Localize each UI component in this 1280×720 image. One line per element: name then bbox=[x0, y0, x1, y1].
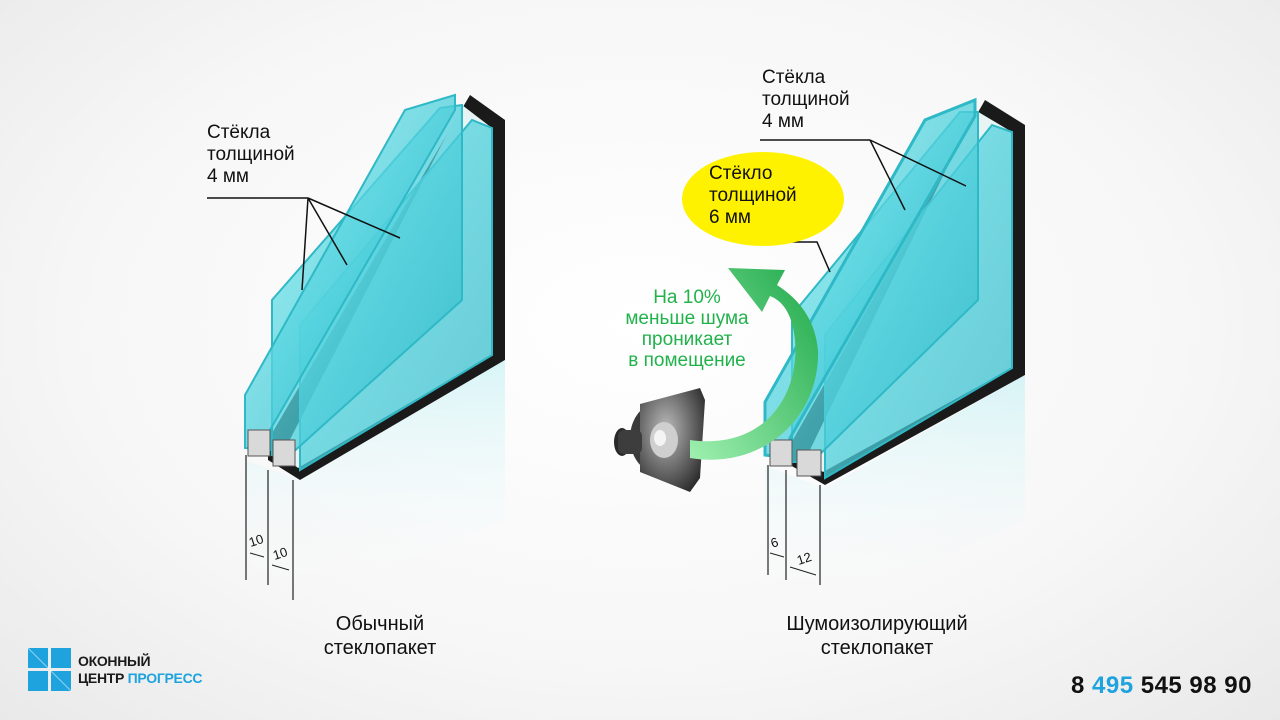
left-pointer-1 bbox=[301, 197, 309, 291]
window-grid-icon bbox=[28, 648, 72, 692]
left-spacer-2 bbox=[272, 439, 296, 467]
left-glass-label-line3: 4 мм bbox=[207, 166, 249, 187]
right-glass-label-line2: толщиной bbox=[762, 89, 850, 110]
right-pointer-1 bbox=[869, 139, 906, 211]
right-caption: Шумоизолирующий стеклопакет bbox=[762, 612, 992, 660]
right-glass-label: Стёкла толщиной 4 мм bbox=[762, 67, 850, 133]
left-glass-unit bbox=[207, 93, 505, 600]
thick-glass-label: Стёкло толщиной 6 мм bbox=[709, 163, 797, 229]
thick-glass-bubble bbox=[682, 152, 844, 246]
thick-glass-label-line1: Стёкло bbox=[709, 163, 773, 184]
logo-text: ОКОННЫЙ ЦЕНТР ПРОГРЕСС bbox=[78, 653, 203, 687]
right-glass-unit bbox=[760, 97, 1025, 610]
noise-note-line1: На 10% bbox=[653, 287, 721, 308]
phone-prefix: 8 bbox=[1070, 672, 1085, 699]
left-pointer-3 bbox=[307, 197, 401, 239]
left-pointer-2 bbox=[307, 197, 348, 266]
thick-glass-pointer bbox=[760, 241, 831, 273]
right-dim-arrow-1 bbox=[769, 552, 785, 558]
left-reflection bbox=[245, 360, 505, 600]
noise-note-line2: меньше шума bbox=[625, 308, 749, 329]
logo-line2b: ПРОГРЕСС bbox=[127, 670, 203, 686]
right-reflection bbox=[765, 375, 1025, 610]
right-spacer-1 bbox=[769, 439, 793, 467]
left-dim-arrow-1 bbox=[249, 552, 265, 558]
noise-note-line4: в помещение bbox=[628, 350, 746, 371]
right-caption-line1: Шумоизолирующий bbox=[786, 613, 968, 635]
logo-line1: ОКОННЫЙ bbox=[78, 653, 151, 669]
thick-glass-label-line2: толщиной bbox=[709, 185, 797, 206]
left-caption: Обычный стеклопакет bbox=[300, 612, 460, 660]
thick-glass-label-line3: 6 мм bbox=[709, 207, 751, 228]
right-pointer-2 bbox=[869, 139, 967, 187]
curved-arrow-icon bbox=[690, 268, 819, 460]
left-spacer-1 bbox=[247, 429, 271, 457]
left-caption-line1: Обычный bbox=[335, 613, 425, 635]
right-glass-label-line3: 4 мм bbox=[762, 111, 804, 132]
left-glass-label: Стёкла толщиной 4 мм bbox=[207, 122, 295, 188]
noise-reduction-note: На 10% меньше шума проникает в помещение bbox=[612, 287, 762, 371]
speaker-icon bbox=[614, 388, 705, 492]
right-glass-label-line1: Стёкла bbox=[762, 67, 826, 88]
left-dim-arrow-2 bbox=[271, 564, 290, 571]
left-caption-line2: стеклопакет bbox=[323, 637, 437, 659]
right-dim-arrow-2 bbox=[789, 566, 817, 576]
left-glass-label-line1: Стёкла bbox=[207, 122, 271, 143]
right-caption-line2: стеклопакет bbox=[820, 637, 934, 659]
left-glass-label-line2: толщиной bbox=[207, 144, 295, 165]
phone-number: 8 495 545 98 90 bbox=[1071, 672, 1252, 700]
right-spacer-2 bbox=[796, 449, 822, 477]
phone-main: 545 98 90 bbox=[1140, 672, 1252, 699]
noise-note-line3: проникает bbox=[641, 329, 733, 350]
phone-code: 495 bbox=[1092, 672, 1134, 699]
logo-line2a: ЦЕНТР bbox=[78, 670, 125, 686]
